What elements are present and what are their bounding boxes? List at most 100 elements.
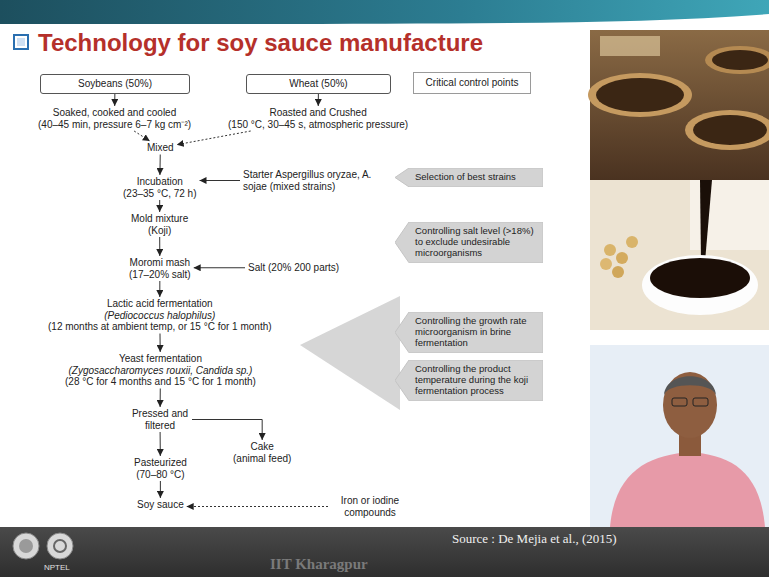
watermark: IIT Kharagpur: [270, 556, 368, 573]
flow-arrow: [159, 237, 160, 256]
by-product: Cake(animal feed): [230, 440, 294, 465]
callout-arrow: [395, 312, 543, 353]
presenter-hair: [664, 376, 716, 395]
soybean: [616, 252, 628, 264]
pouring-sauce: [700, 180, 712, 262]
node-text: Pressed and filtered: [131, 408, 189, 431]
glasses: [693, 398, 708, 406]
control-callout: Controlling salt level (>18%) to exclude…: [395, 222, 543, 263]
node-text: Selection of best strains: [415, 172, 535, 183]
flow-arrow: [318, 94, 319, 107]
window-light: [600, 36, 660, 56]
flow-arrow: [159, 200, 160, 212]
flow-arrow: [159, 281, 160, 297]
node-text: (40–45 min, pressure 6–7 kg cm⁻²): [38, 119, 191, 131]
dotted-arrow: [187, 506, 328, 507]
process-step: Mold mixture(Koji): [128, 212, 191, 237]
flow-arrow: [194, 267, 245, 268]
barrel: [685, 110, 769, 150]
barrel-opening: [596, 78, 684, 112]
video-ground: [590, 345, 769, 527]
node-text: Iron or iodine compounds: [331, 495, 409, 518]
dotted-arrow: [177, 131, 251, 145]
control-callout: Controlling the product temperature duri…: [395, 360, 543, 401]
node-text: Controlling salt level (>18%) to exclude…: [415, 226, 535, 259]
pointer-triangle: [300, 296, 400, 410]
node-text: Moromi mash: [129, 257, 191, 269]
control-callout: Selection of best strains: [395, 168, 543, 187]
node-text: (23–35 °C, 72 h): [123, 188, 197, 200]
presenter-video: [590, 345, 769, 527]
input-note: Iron or iodine compounds: [328, 494, 412, 519]
title-bullet: [14, 35, 28, 49]
process-step: Roasted and Crushed(150 °C, 30–45 s, atm…: [225, 106, 411, 131]
flow-arrow: [200, 180, 241, 181]
presenter-head: [663, 372, 717, 438]
bowl: [642, 255, 758, 315]
callout-arrow: [395, 360, 543, 401]
process-step: Lactic acid fermentation(Pediococcus hal…: [45, 297, 275, 334]
dotted-arrow: [134, 131, 150, 141]
input-note: Starter Aspergillus oryzae, A. sojae (mi…: [240, 168, 378, 193]
barrels-photo: [588, 30, 769, 180]
node-text: (Koji): [131, 225, 188, 237]
flow-arrow: [160, 432, 161, 456]
node-text: Roasted and Crushed: [228, 107, 408, 119]
photo-ground: [590, 180, 769, 330]
node-text: (150 °C, 30–45 s, atmospheric pressure): [228, 119, 408, 131]
node-text: Soybeans (50%): [51, 78, 179, 90]
node-text: (70–80 °C): [134, 469, 187, 481]
node-text: Soaked, cooked and cooled: [38, 107, 191, 119]
process-step: Pasteurized(70–80 °C): [131, 456, 190, 481]
header-swoosh: [0, 14, 769, 30]
node-text: Cake: [233, 441, 291, 453]
flow-arrow: [192, 420, 262, 441]
institute-logo: [13, 533, 39, 559]
node-text: Controlling the growth rate microorganis…: [415, 316, 535, 349]
logo-caption: NPTEL: [44, 563, 70, 572]
node-text: Salt (20% 200 parts): [248, 262, 339, 274]
process-step: Mixed: [144, 141, 177, 155]
product-step: Soy sauce: [134, 498, 187, 512]
presenter-shirt: [610, 452, 765, 527]
process-step: Soaked, cooked and cooled(40–45 min, pre…: [35, 106, 194, 131]
barrel-opening: [693, 115, 767, 145]
node-text: Pasteurized: [134, 457, 187, 469]
soy-sauce-photo: [590, 180, 769, 330]
source-note: Source : De Mejia et al., (2015): [452, 531, 617, 547]
title-bullet-fill: [17, 38, 25, 46]
nptel-logo-ring: [54, 540, 66, 552]
node-text: Controlling the product temperature duri…: [415, 364, 535, 397]
soybean: [600, 258, 612, 270]
flow-arrow: [159, 334, 160, 353]
node-text: (animal feed): [233, 453, 291, 465]
node-text: (Zygosaccharomyces rouxii, Candida sp.): [65, 365, 256, 377]
callout-arrow: [395, 222, 543, 263]
barrel-opening: [712, 50, 768, 70]
institute-logo-core: [19, 539, 33, 553]
node-text: Wheat (50%): [257, 78, 380, 90]
node-text: (28 °C for 4 months and 15 °C for 1 mont…: [65, 376, 256, 388]
node-text: Critical control points: [422, 77, 522, 89]
node-text: (17–20% salt): [129, 269, 191, 281]
process-step: Pressed and filtered: [128, 407, 192, 432]
input-box: Soybeans (50%): [40, 74, 190, 94]
node-text: Mold mixture: [131, 213, 188, 225]
flow-arrow: [159, 155, 160, 176]
soybean: [604, 244, 616, 256]
sauce: [650, 258, 750, 298]
node-text: Mixed: [147, 142, 174, 154]
process-step: Yeast fermentation(Zygosaccharomyces rou…: [62, 352, 259, 389]
barrel: [705, 46, 769, 74]
soybean: [612, 266, 624, 278]
soybean: [626, 236, 638, 248]
process-step: Moromi mash(17–20% salt): [126, 256, 194, 281]
barrel: [588, 73, 692, 117]
node-text: Lactic acid fermentation: [48, 298, 272, 310]
process-step: Incubation(23–35 °C, 72 h): [120, 175, 200, 200]
header-box: Critical control points: [413, 72, 531, 94]
node-text: (Pediococcus halophilus): [48, 310, 272, 322]
flow-arrow: [160, 481, 161, 498]
node-text: Yeast fermentation: [65, 353, 256, 365]
